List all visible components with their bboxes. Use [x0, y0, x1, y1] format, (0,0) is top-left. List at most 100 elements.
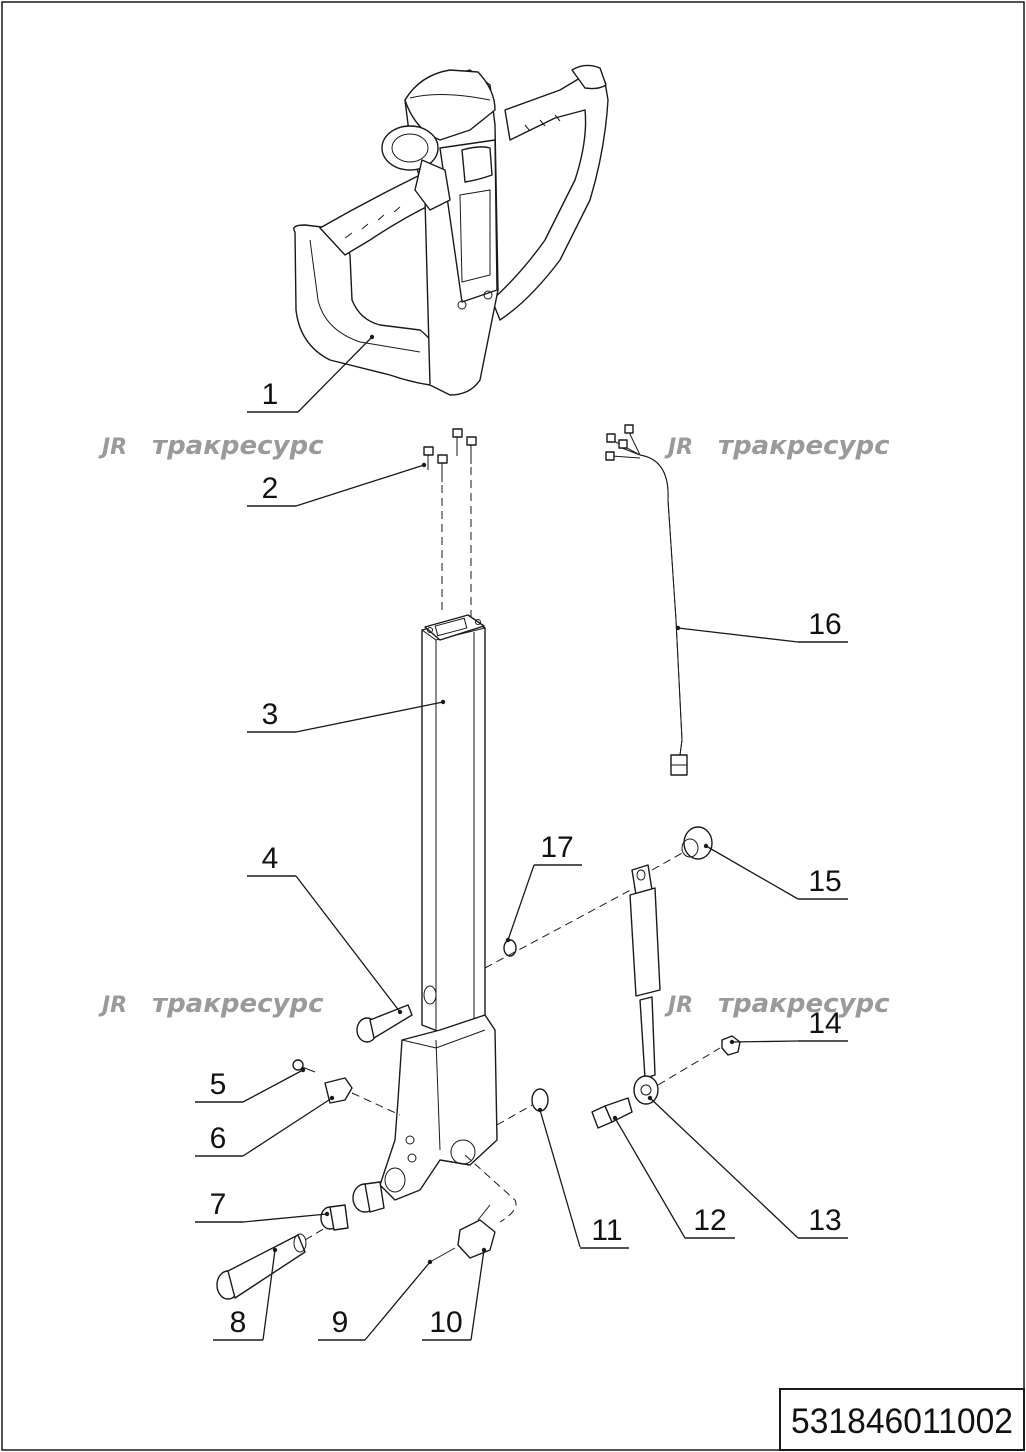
- callout-2: 2: [247, 462, 427, 507]
- watermark-item: JR тракресурс: [664, 431, 890, 461]
- callout-leader: [649, 1097, 799, 1239]
- part-pin: [356, 1004, 413, 1043]
- title-block: 531846011002: [779, 1388, 1025, 1451]
- callout-dot: [729, 1039, 735, 1045]
- callout-dot: [427, 1259, 433, 1265]
- part-switch: [429, 1154, 517, 1263]
- callout-leader: [677, 627, 799, 643]
- callout-13: 13: [647, 1095, 848, 1239]
- callout-17: 17: [505, 831, 582, 943]
- watermark-text: тракресурс: [152, 989, 324, 1019]
- callout-leader: [295, 464, 425, 507]
- callout-dot: [647, 1095, 653, 1101]
- part-bolts: [423, 428, 477, 482]
- document-number-box: [779, 1388, 1025, 1451]
- callout-3: 3: [247, 698, 446, 733]
- callout-dot: [537, 1107, 543, 1113]
- callout-6: 6: [195, 1095, 335, 1157]
- part-ring: [503, 939, 517, 957]
- callout-dot: [505, 937, 511, 943]
- callout-dot: [421, 462, 427, 468]
- part-screw-clamp: [292, 1059, 401, 1116]
- callout-number: 7: [210, 1188, 227, 1221]
- callout-leader: [507, 864, 535, 941]
- callout-1: 1: [247, 334, 375, 413]
- callout-number: 5: [210, 1068, 227, 1101]
- part-axle: [216, 1181, 385, 1300]
- callout-leader: [242, 1213, 328, 1223]
- watermark-item: JR тракресурс: [98, 431, 324, 461]
- callout-9: 9: [318, 1259, 433, 1341]
- callout-12: 12: [612, 1115, 735, 1239]
- callout-number: 9: [332, 1306, 349, 1339]
- watermark-item: JR тракресурс: [664, 989, 890, 1019]
- callout-dot: [272, 1247, 278, 1253]
- part-handle: [293, 64, 609, 396]
- part-wiring-harness: [605, 424, 688, 776]
- part-nut: [721, 1035, 741, 1056]
- part-gas-spring: [629, 864, 661, 1105]
- callout-dot: [440, 699, 446, 705]
- document-number: 531846011002: [791, 1402, 1013, 1441]
- watermark: JR тракресурс JR тракресурс JR тракресур…: [98, 431, 890, 1019]
- callout-dot: [324, 1211, 330, 1217]
- part-eye-bushing: [681, 826, 713, 860]
- callout-10: 10: [422, 1247, 487, 1341]
- watermark-logo: JR: [664, 993, 693, 1018]
- callout-leader: [242, 1097, 333, 1157]
- callout-leader: [242, 1069, 304, 1103]
- part-post: [421, 614, 486, 1033]
- callout-dot: [612, 1115, 618, 1121]
- callout-number: 1: [262, 378, 279, 411]
- part-bolt-12: [591, 1097, 633, 1129]
- callout-dot: [703, 843, 709, 849]
- callout-number: 13: [808, 1204, 841, 1237]
- watermark-logo: JR: [98, 993, 127, 1018]
- callout-number: 6: [210, 1122, 227, 1155]
- callout-8: 8: [213, 1247, 278, 1341]
- part-circlip: [531, 1088, 549, 1112]
- watermark-item: JR тракресурс: [98, 989, 324, 1019]
- callout-leader: [731, 1040, 799, 1043]
- watermark-text: тракресурс: [718, 989, 890, 1019]
- watermark-text: тракресурс: [152, 431, 324, 461]
- callout-dot: [369, 334, 375, 340]
- watermark-text: тракресурс: [718, 431, 890, 461]
- part-lower-bracket: [379, 1014, 498, 1201]
- callout-11: 11: [537, 1107, 629, 1249]
- callout-16: 16: [675, 608, 848, 643]
- callout-number: 2: [262, 472, 279, 505]
- callout-leader: [295, 701, 444, 733]
- callout-leader: [539, 1109, 581, 1248]
- callout-leader: [614, 1117, 686, 1239]
- callout-leader: [295, 875, 401, 1013]
- callout-leader: [297, 336, 373, 413]
- callout-dot: [675, 625, 681, 631]
- callout-dot: [300, 1067, 306, 1073]
- callout-leader: [470, 1249, 485, 1341]
- callout-number: 11: [591, 1214, 622, 1247]
- callout-number: 16: [808, 608, 841, 641]
- callout-number: 15: [808, 865, 841, 898]
- callout-number: 4: [262, 842, 279, 875]
- callout-number: 12: [693, 1204, 726, 1237]
- callout-number: 8: [230, 1306, 247, 1339]
- callout-number: 3: [262, 698, 279, 731]
- callout-number: 10: [429, 1306, 462, 1339]
- callout-14: 14: [729, 1007, 848, 1045]
- callout-leader: [262, 1249, 276, 1341]
- callout-5: 5: [195, 1067, 306, 1103]
- callout-15: 15: [703, 843, 848, 900]
- watermark-logo: JR: [664, 435, 693, 460]
- watermark-logo: JR: [98, 435, 127, 460]
- callout-leader: [364, 1261, 431, 1341]
- callout-number: 14: [808, 1007, 841, 1040]
- callout-4: 4: [247, 842, 403, 1015]
- callout-7: 7: [195, 1188, 330, 1223]
- callout-dot: [329, 1095, 335, 1101]
- callout-leader: [705, 845, 799, 900]
- callout-dot: [397, 1009, 403, 1015]
